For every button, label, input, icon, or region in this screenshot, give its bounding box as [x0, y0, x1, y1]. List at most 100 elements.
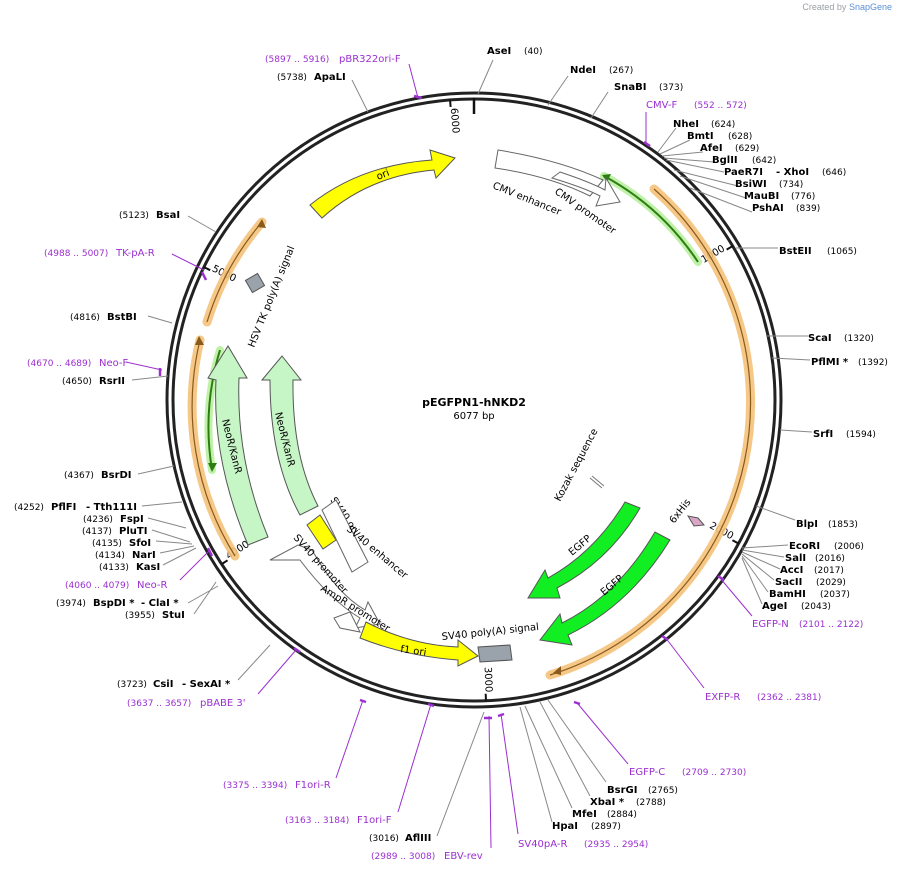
- leader-bsrdi: [137, 465, 175, 475]
- feature-label-6xhis: 6xHis: [668, 497, 694, 526]
- enzyme-blpi: BlpI: [796, 519, 818, 530]
- primer-neo-f-range: (4670 .. 4689): [27, 359, 91, 369]
- neo-green-orf-line: [207, 349, 221, 471]
- primer-line-sv40par: [500, 713, 519, 835]
- leader-srfi: [779, 429, 813, 433]
- enzyme-rsrii-pos: (4650): [62, 377, 92, 387]
- primer-neo-r: Neo-R: [137, 580, 168, 591]
- primer-f1ori-r: F1ori-R: [295, 780, 331, 791]
- leader-blpi: [755, 505, 796, 521]
- primer-cmv-f: CMV-F: [646, 100, 677, 111]
- primer-line-exfpr: [664, 636, 705, 689]
- primer-line-neof: [125, 361, 163, 371]
- enzyme-xbai: XbaI *: [590, 797, 625, 808]
- enzyme-pflmi-pos: (1392): [858, 358, 888, 368]
- enzyme-asei: AseI: [487, 46, 511, 57]
- primer-labels: pBR322ori-F (5897 .. 5916) CMV-F (552 ..…: [27, 54, 863, 862]
- enzyme-maubi: MauBI: [744, 191, 779, 202]
- leader-bsai: [187, 215, 217, 233]
- plasmid-size: 6077 bp: [453, 411, 494, 422]
- enzyme-xbai-pos: (2788): [636, 798, 666, 808]
- enzyme-tth111i: - Tth111I: [86, 502, 137, 513]
- leader-rsrii: [131, 375, 169, 381]
- enzyme-bsrdi-pos: (4367): [64, 471, 94, 481]
- enzyme-maubi-pos: (776): [791, 192, 815, 202]
- feature-label-f1-ori: f1 ori: [400, 644, 427, 659]
- snapgene-credit: Created by SnapGene: [802, 2, 892, 12]
- primer-line-f1orif: [397, 703, 432, 813]
- primer-f1ori-f: F1ori-F: [357, 815, 392, 826]
- feature-label-sv40-polya: SV40 poly(A) signal: [441, 622, 539, 643]
- enzyme-agei: AgeI: [762, 601, 787, 612]
- enzyme-mfei-pos: (2884): [607, 810, 637, 820]
- feature-neor-outer: [207, 345, 269, 546]
- enzyme-snabi-pos: (373): [659, 83, 683, 93]
- primer-f1ori-f-range: (3163 .. 3184): [285, 816, 349, 826]
- enzyme-acci: AccI: [780, 565, 803, 576]
- orf-group: [187, 172, 756, 680]
- primer-egfp-n: EGFP-N: [752, 619, 789, 630]
- enzyme-afliii-pos: (3016): [369, 834, 399, 844]
- enzyme-srfi: SrfI: [813, 429, 833, 440]
- enzyme-bsiwi-pos: (734): [779, 180, 803, 190]
- primer-tick-neor: [206, 547, 214, 557]
- primer-tick-pbabe: [293, 646, 301, 654]
- enzyme-pflmi: PflMI *: [811, 357, 849, 368]
- enzyme-sfoi: SfoI: [129, 538, 151, 549]
- enzyme-mfei: MfeI: [572, 809, 597, 820]
- primer-f1ori-r-range: (3375 .. 3394): [223, 781, 287, 791]
- primer-tick-exfpr: [661, 634, 669, 642]
- primer-pbr322ori-f: pBR322ori-F: [339, 54, 401, 65]
- enzyme-pshai: PshAI: [752, 203, 784, 214]
- enzyme-blpi-pos: (1853): [828, 520, 858, 530]
- enzyme-bsrgi-pos: (2765): [648, 786, 678, 796]
- enzyme-apali: ApaLI: [314, 72, 346, 83]
- enzyme-clai: - ClaI *: [141, 598, 179, 609]
- primer-line-egfpc: [577, 703, 629, 765]
- primer-pbr322ori-f-range: (5897 .. 5916): [265, 55, 329, 65]
- enzyme-pshai-pos: (839): [796, 204, 820, 214]
- tick-mark: [203, 266, 211, 272]
- enzyme-bsteii-pos: (1065): [827, 247, 857, 257]
- feature-kozak-2: [591, 475, 605, 487]
- enzyme-bspdi-pos: (3974): [56, 599, 86, 609]
- enzyme-stui: StuI: [162, 610, 185, 621]
- primer-exfp-r: EXFP-R: [705, 692, 740, 703]
- enzyme-labels: AseI (40) NdeI (267) SnaBI (373) NheI (6…: [14, 46, 888, 844]
- primer-ticks: [158, 94, 725, 720]
- enzyme-apali-pos: (5738): [277, 73, 307, 83]
- primer-line-f1orir: [335, 699, 364, 779]
- enzyme-bsai-pos: (5123): [119, 211, 149, 221]
- enzyme-nari: NarI: [132, 550, 156, 561]
- enzyme-sacii: SacII: [775, 577, 802, 588]
- enzyme-ndei: NdeI: [570, 65, 596, 76]
- orf-arrowhead-main: [553, 666, 561, 675]
- enzyme-bsiwi: BsiWI: [735, 179, 767, 190]
- primer-sv40pa-r: SV40pA-R: [518, 839, 567, 850]
- primer-tk-pa-r: TK-pA-R: [115, 248, 155, 259]
- primer-pbabe3-range: (3637 .. 3657): [127, 699, 191, 709]
- enzyme-pflfi: PflFI: [51, 502, 76, 513]
- enzyme-bsai: BsaI: [156, 210, 180, 221]
- primer-egfp-c: EGFP-C: [629, 767, 665, 778]
- orf-arrowhead-tk: [257, 219, 266, 228]
- feature-6xhis: [686, 515, 706, 527]
- feature-neor-inner: [260, 355, 319, 516]
- primer-tk-pa-r-range: (4988 .. 5007): [44, 249, 108, 259]
- tick-mark: [221, 559, 229, 565]
- primer-line-tkpar: [171, 253, 205, 271]
- leader-csii: [237, 644, 271, 681]
- enzyme-bmti-pos: (628): [728, 132, 752, 142]
- enzyme-sali-pos: (2016): [815, 554, 845, 564]
- enzyme-scai: ScaI: [808, 333, 832, 344]
- tick-mark: [449, 99, 452, 108]
- primer-line-egfpn: [719, 577, 753, 617]
- feature-sv40-enhancer: [321, 499, 369, 573]
- tick-label: 3000: [482, 667, 494, 693]
- primer-line-neor: [179, 549, 211, 581]
- enzyme-nari-pos: (4134): [95, 551, 125, 561]
- leader-lines: [131, 59, 813, 837]
- tick-mark: [726, 245, 734, 251]
- enzyme-afei: AfeI: [700, 143, 723, 154]
- feature-kozak-1: [589, 477, 603, 489]
